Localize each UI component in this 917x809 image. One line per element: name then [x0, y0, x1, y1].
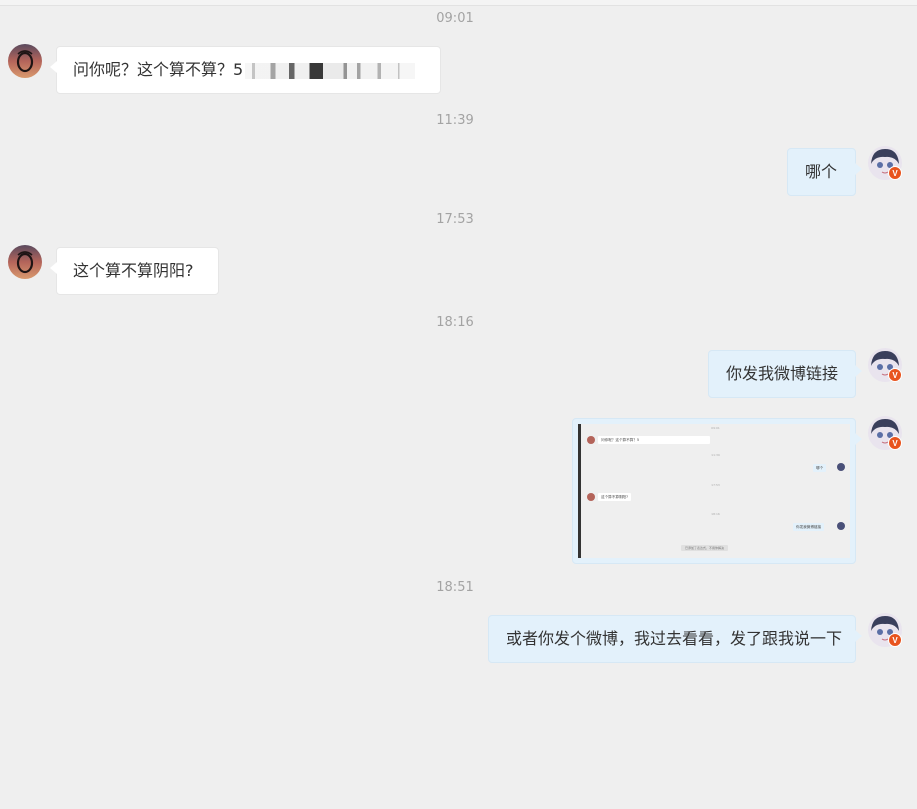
mini-timestamp: 18:16	[711, 512, 720, 516]
svg-text:V: V	[892, 439, 898, 448]
user-avatar[interactable]: V	[868, 613, 902, 647]
message-text: 你发我微博链接	[726, 364, 839, 383]
mini-avatar	[837, 522, 845, 530]
mini-message: 问你呢？这个算不算？5	[598, 436, 710, 444]
message-text: 这个算不算阴阳?	[73, 261, 194, 280]
mini-system-notice: 已添加了表达式，不用你解决	[681, 545, 729, 551]
timestamp: 11:39	[436, 113, 474, 128]
contact-avatar[interactable]	[8, 245, 42, 279]
image-message-bubble[interactable]: 09:01 问你呢？这个算不算？5 11:39 哪个 17:53 这个算不算阴阳…	[572, 418, 862, 564]
mini-timestamp: 17:53	[711, 483, 720, 487]
message-bubble-incoming[interactable]: 这个算不算阴阳?	[50, 247, 219, 295]
blurred-content	[245, 62, 416, 79]
timestamp: 18:51	[436, 580, 474, 595]
message-text: 哪个	[805, 162, 838, 181]
verified-badge-icon: V	[888, 633, 902, 647]
message-text: 问你呢？这个算不算？5	[73, 60, 244, 79]
svg-text:V: V	[892, 636, 898, 645]
top-divider	[0, 0, 917, 6]
message-bubble-outgoing[interactable]: 你发我微博链接	[708, 350, 862, 398]
user-avatar[interactable]: V	[868, 146, 902, 180]
mini-avatar	[587, 436, 595, 444]
mini-message: 你发我微博链接	[793, 523, 825, 531]
mini-timestamp: 09:01	[711, 426, 720, 430]
verified-badge-icon: V	[888, 368, 902, 382]
svg-text:V: V	[892, 371, 898, 380]
svg-text:V: V	[892, 169, 898, 178]
mini-avatar	[837, 463, 845, 471]
mini-message: 哪个	[813, 464, 827, 472]
verified-badge-icon: V	[888, 166, 902, 180]
chat-screenshot-image[interactable]: 09:01 问你呢？这个算不算？5 11:39 哪个 17:53 这个算不算阴阳…	[578, 424, 850, 558]
message-bubble-outgoing[interactable]: 哪个	[787, 148, 862, 196]
mini-message: 这个算不算阴阳?	[598, 493, 632, 501]
timestamp: 17:53	[436, 212, 474, 227]
message-bubble-outgoing[interactable]: 或者你发个微博，我过去看看，发了跟我说一下	[488, 615, 862, 663]
message-bubble-incoming[interactable]: 问你呢？这个算不算？5	[50, 46, 441, 94]
contact-avatar[interactable]	[8, 44, 42, 78]
mini-avatar	[587, 493, 595, 501]
timestamp: 09:01	[436, 11, 474, 26]
timestamp: 18:16	[436, 315, 474, 330]
user-avatar[interactable]: V	[868, 416, 902, 450]
mini-timestamp: 11:39	[711, 453, 720, 457]
verified-badge-icon: V	[888, 436, 902, 450]
message-text: 或者你发个微博，我过去看看，发了跟我说一下	[506, 629, 843, 648]
user-avatar[interactable]: V	[868, 348, 902, 382]
